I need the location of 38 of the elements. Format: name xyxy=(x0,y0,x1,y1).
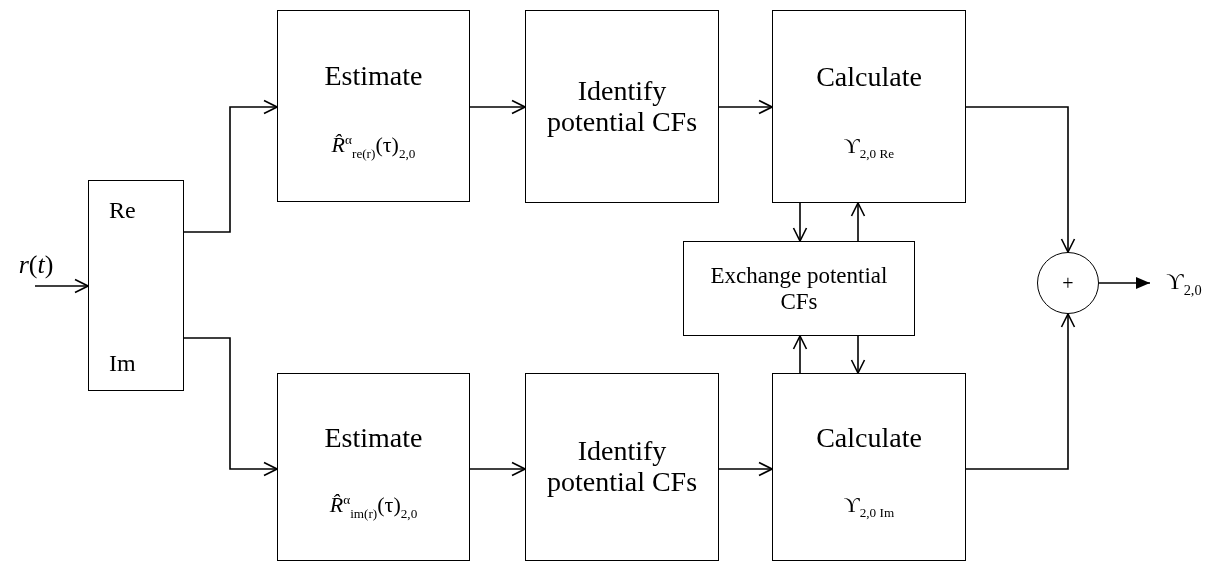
process-box xyxy=(525,373,719,561)
arrow xyxy=(718,461,773,477)
process-box xyxy=(277,10,470,202)
formula: ϒ$_{2,0 Im}$ xyxy=(843,492,895,521)
arrow xyxy=(850,202,866,242)
arrow xyxy=(792,202,808,242)
arrow xyxy=(1098,277,1151,289)
output-signal-label: ϒ$_{2,0}$ xyxy=(1150,266,1218,300)
imaginary-part-label: Im xyxy=(109,349,136,376)
process-box xyxy=(772,10,966,203)
box-label: Identify potential CFs xyxy=(545,75,699,138)
arrow xyxy=(965,313,1076,470)
arrow xyxy=(850,335,866,374)
input-signal-label: r(t) xyxy=(8,248,64,286)
box-title: Calculate xyxy=(816,423,922,455)
arrow xyxy=(965,106,1076,253)
plus-sign: + xyxy=(1062,272,1074,294)
process-box xyxy=(277,373,470,561)
box-title: Estimate xyxy=(324,423,423,455)
formula: R̂$^{α}$$_{re(r)}$(τ)$_{2,0}$ xyxy=(331,132,416,161)
box-label: Exchange potential CFs xyxy=(709,263,889,314)
box-label: Identify potential CFs xyxy=(545,436,699,498)
arrow xyxy=(34,278,89,294)
formula: R̂$^{α}$$_{im(r)}$(τ)$_{2,0}$ xyxy=(329,492,418,521)
arrow xyxy=(469,461,526,477)
process-box xyxy=(772,373,966,561)
real-part-label: Re xyxy=(109,197,136,224)
splitter-box xyxy=(88,180,184,391)
arrow xyxy=(183,99,278,233)
box-title: Calculate xyxy=(816,61,922,93)
arrow xyxy=(183,337,278,477)
arrow xyxy=(718,99,773,115)
process-box xyxy=(525,10,719,203)
box-title: Estimate xyxy=(324,61,423,93)
formula: ϒ$_{2,0 Re}$ xyxy=(843,133,895,162)
process-box xyxy=(683,241,915,336)
arrow xyxy=(469,99,526,115)
arrow xyxy=(792,335,808,374)
